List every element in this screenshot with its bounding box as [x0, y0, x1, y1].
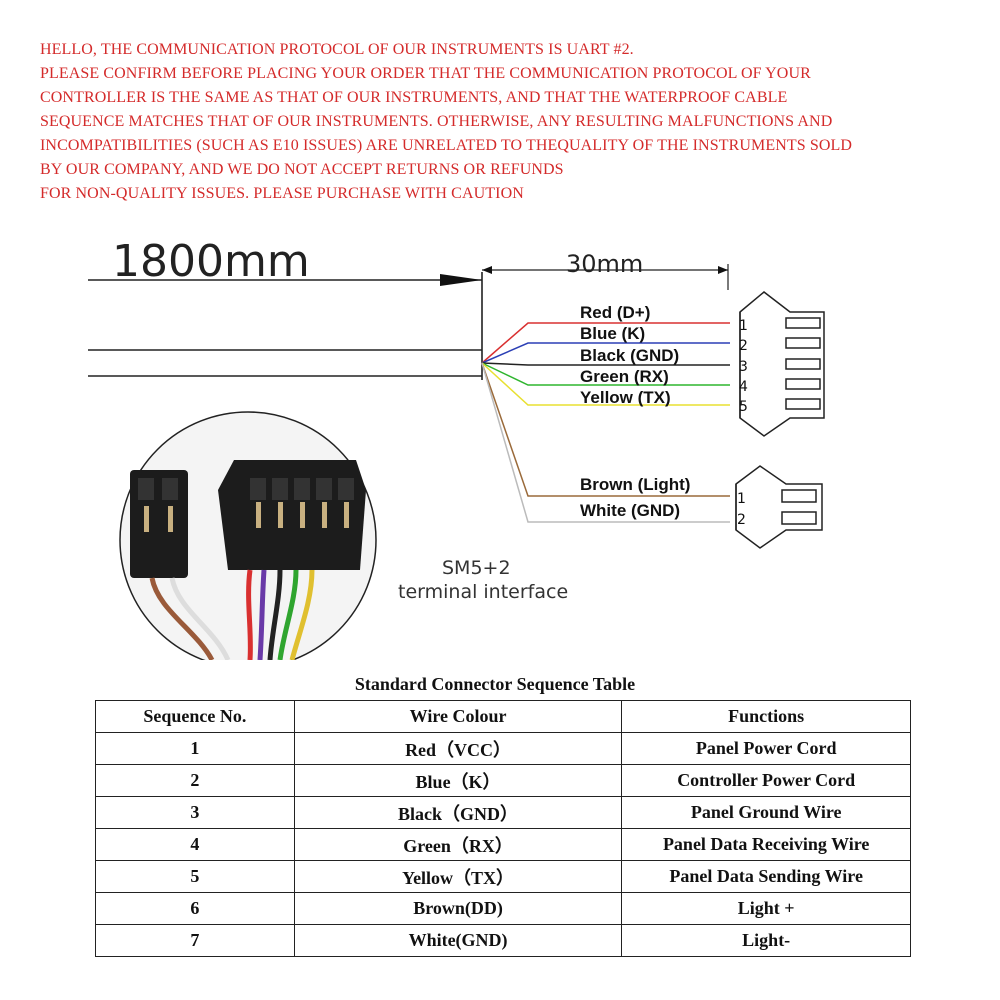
arrow-right-icon — [440, 274, 482, 286]
table-row: 6 Brown(DD) Light + — [95, 892, 911, 925]
table-cell: Green（RX） — [293, 828, 623, 861]
dim-arrow-left-icon — [482, 266, 492, 274]
pin-number: 1 — [737, 491, 746, 507]
table-row: 3 Black（GND） Panel Ground Wire — [95, 796, 911, 829]
table-cell: Controller Power Cord — [621, 764, 911, 797]
table-cell: Panel Data Sending Wire — [621, 860, 911, 893]
table-cell: Red（VCC） — [293, 732, 623, 765]
wire-label-brown: Brown (Light) — [580, 475, 690, 494]
connector-sequence-table: Sequence No. Wire Colour Functions 1 Red… — [95, 700, 911, 957]
column-header: Sequence No. — [95, 700, 295, 733]
wire-blue — [481, 342, 730, 364]
table-row: 7 White(GND) Light- — [95, 924, 911, 957]
table-cell: 1 — [95, 732, 295, 765]
wire-brown — [481, 362, 730, 497]
pin-number: 3 — [739, 359, 748, 375]
wire-label-green: Green (RX) — [580, 367, 669, 386]
table-cell: Panel Data Receiving Wire — [621, 828, 911, 861]
table-cell: 7 — [95, 924, 295, 957]
wire-label-red: Red (D+) — [580, 303, 650, 322]
table-row: 1 Red（VCC） Panel Power Cord — [95, 732, 911, 765]
table-cell: Light + — [621, 892, 911, 925]
notice-line: CONTROLLER IS THE SAME AS THAT OF OUR IN… — [40, 89, 788, 106]
table-cell: Brown(DD) — [293, 892, 623, 925]
cable-length-label: 1800mm — [112, 236, 310, 287]
wire-label-blue: Blue (K) — [580, 324, 645, 343]
table-row: 2 Blue（K） Controller Power Cord — [95, 764, 911, 797]
connector-2pin — [735, 465, 823, 549]
wire-yellow — [481, 362, 730, 406]
table-cell: Light- — [621, 924, 911, 957]
table-cell: White(GND) — [293, 924, 623, 957]
table-cell: 3 — [95, 796, 295, 829]
table-row: 4 Green（RX） Panel Data Receiving Wire — [95, 828, 911, 861]
column-header: Wire Colour — [293, 700, 623, 733]
notice-line: BY OUR COMPANY, AND WE DO NOT ACCEPT RET… — [40, 161, 564, 178]
wire-green — [481, 362, 730, 386]
pin-number: 2 — [737, 512, 746, 528]
table-cell: Panel Power Cord — [621, 732, 911, 765]
notice-line: FOR NON-QUALITY ISSUES. PLEASE PURCHASE … — [40, 185, 524, 202]
photo-caption-desc: terminal interface — [398, 581, 568, 603]
table-cell: Black（GND） — [293, 796, 623, 829]
wire-black — [481, 362, 730, 366]
dim-arrow-right-icon — [718, 266, 728, 274]
wire-label-white: White (GND) — [580, 501, 680, 520]
table-cell: Panel Ground Wire — [621, 796, 911, 829]
table-cell: 6 — [95, 892, 295, 925]
column-header: Functions — [621, 700, 911, 733]
table-cell: 2 — [95, 764, 295, 797]
connector-5pin — [739, 291, 825, 437]
notice-line: INCOMPATIBILITIES (SUCH AS E10 ISSUES) A… — [40, 137, 852, 154]
wire-red — [481, 322, 730, 364]
table-header-row: Sequence No. Wire Colour Functions — [95, 700, 911, 733]
wire-white — [481, 362, 730, 523]
table-cell: 4 — [95, 828, 295, 861]
photo-caption-model: SM5+2 — [442, 557, 511, 579]
wire-label-black: Black (GND) — [580, 346, 679, 365]
lead-length-label: 30mm — [566, 250, 643, 278]
wiring-diagram: 1800mm 30mm Red (D+) Blue (K) Black (GND… — [88, 236, 825, 660]
table-cell: 5 — [95, 860, 295, 893]
pin-number: 1 — [739, 318, 748, 334]
notice-line: HELLO, THE COMMUNICATION PROTOCOL OF OUR… — [40, 41, 634, 58]
notice-line: SEQUENCE MATCHES THAT OF OUR INSTRUMENTS… — [40, 113, 833, 130]
table-cell: Blue（K） — [293, 764, 623, 797]
table-title: Standard Connector Sequence Table — [354, 674, 636, 694]
wire-label-yellow: Yellow (TX) — [580, 388, 671, 407]
pin-number: 4 — [739, 379, 748, 395]
notice-line: PLEASE CONFIRM BEFORE PLACING YOUR ORDER… — [40, 65, 811, 82]
table-cell: Yellow（TX） — [293, 860, 623, 893]
warning-notice: HELLO, THE COMMUNICATION PROTOCOL OF OUR… — [40, 38, 980, 206]
pin-number: 5 — [739, 399, 748, 415]
pin-number: 2 — [739, 338, 748, 354]
table-row: 5 Yellow（TX） Panel Data Sending Wire — [95, 860, 911, 893]
connector-photo — [119, 411, 377, 660]
